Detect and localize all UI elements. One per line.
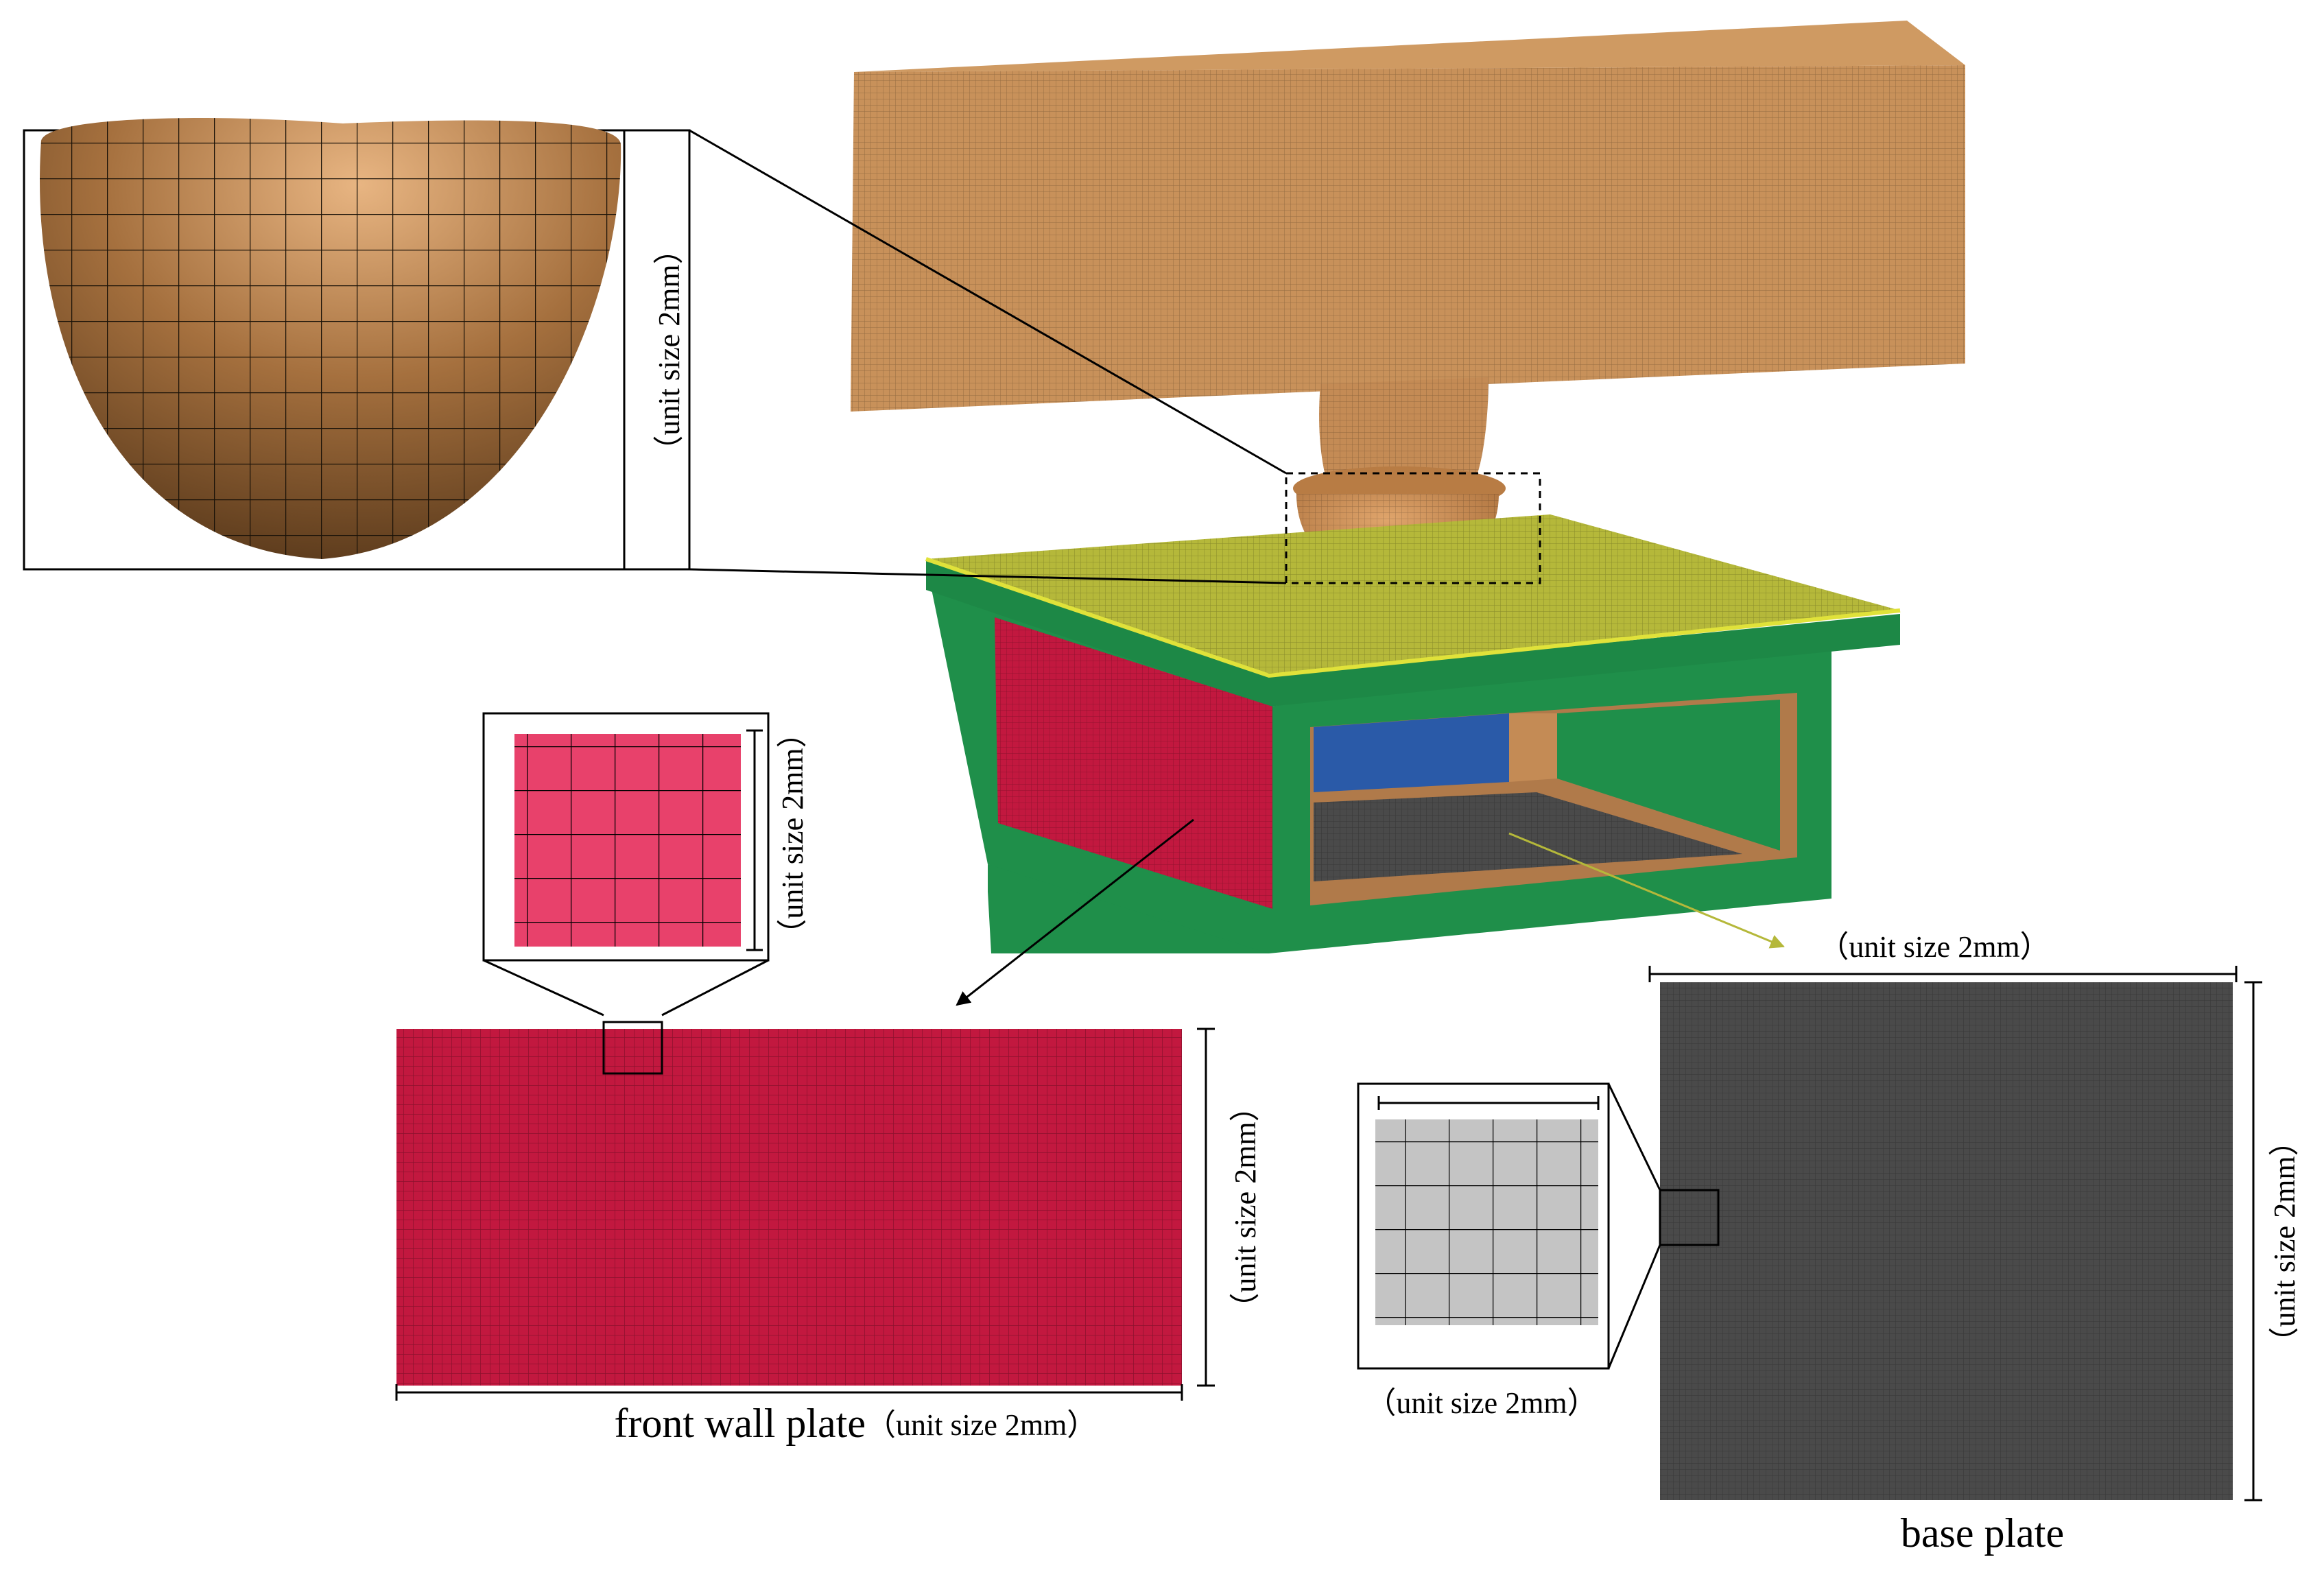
front-wall-arrow — [956, 818, 1194, 1006]
base-plate-arrow — [1508, 832, 1785, 949]
base-plate-caption: base plate — [1901, 1510, 2064, 1556]
back-wall-blue — [1314, 713, 1509, 792]
front-wall-plate: （unit size 2mm） （unit size 2mm） front wa… — [395, 712, 1262, 1446]
inner-side-wall — [1557, 700, 1780, 851]
box-structure — [925, 514, 1901, 953]
impactor-top-face — [854, 21, 1965, 72]
head-detail-panel: （unit size 2mm） — [23, 118, 1287, 584]
front-wall-caption: front wall plate — [614, 1401, 866, 1446]
contact-zoom-box — [1285, 472, 1541, 584]
base-side-unit-label: （unit size 2mm） — [2268, 1126, 2301, 1357]
base-zoom-marker — [1659, 1189, 1720, 1246]
base-zoom-unit-label: （unit size 2mm） — [1366, 1386, 1597, 1420]
front-wall-unit-label: （unit size 2mm） — [866, 1408, 1097, 1442]
front-side-unit-label: （unit size 2mm） — [1229, 1091, 1262, 1322]
base-plate: （unit size 2mm） （unit size 2mm） （unit si… — [1357, 930, 2301, 1556]
front-zoom-unit-label: （unit size 2mm） — [776, 717, 809, 949]
base-top-unit-label: （unit size 2mm） — [1818, 930, 2050, 964]
top-plate-edge — [926, 559, 1900, 707]
front-wall-zoom-marker — [602, 1021, 663, 1075]
impactor — [851, 21, 1965, 580]
head-detail-unit-label: （unit size 2mm） — [652, 234, 686, 465]
